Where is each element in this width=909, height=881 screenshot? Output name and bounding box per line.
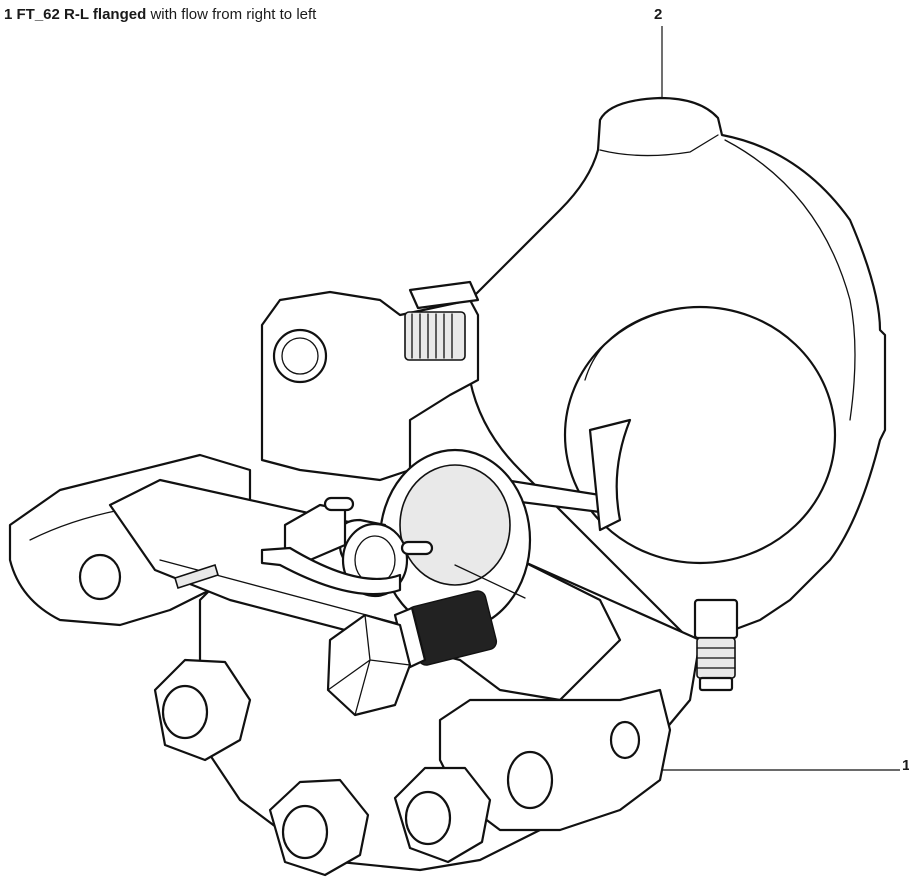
caption-item-number: 1 bbox=[4, 6, 13, 23]
float-ball bbox=[563, 305, 837, 565]
drain-plug bbox=[693, 598, 739, 692]
cover-inner-contour bbox=[724, 139, 856, 421]
stud-thread-lines bbox=[411, 313, 453, 359]
left-flange-edge bbox=[29, 509, 121, 541]
bimetal-rod bbox=[454, 564, 526, 599]
valve-pin-upper bbox=[323, 496, 355, 512]
caption-model: FT_62 R-L flanged bbox=[16, 6, 147, 23]
left-flange-bolt-hole bbox=[78, 553, 122, 601]
callout-label-2: 2 bbox=[654, 6, 663, 23]
cover-top-edge bbox=[599, 134, 719, 157]
channel-screw bbox=[174, 563, 219, 590]
strainer-nut-facets bbox=[327, 614, 411, 716]
cover-bolt-1 bbox=[153, 658, 252, 762]
cover-bolt-2 bbox=[268, 778, 370, 877]
valve-pin-lower bbox=[400, 540, 434, 556]
right-flange-bolt-hole bbox=[506, 750, 554, 810]
right-flange-bolt-hole-2 bbox=[609, 720, 641, 760]
caption-description: with flow from right to left bbox=[150, 6, 317, 23]
figure-caption: 1 FT_62 R-L flanged with flow from right… bbox=[4, 6, 316, 23]
cover-bolt-3 bbox=[393, 766, 492, 864]
flange-bolt-hole-inner bbox=[281, 337, 319, 375]
callout-label-1: 1 bbox=[902, 757, 909, 774]
float-ball-highlight bbox=[584, 311, 661, 381]
stud-top-cap bbox=[408, 280, 480, 310]
float-arm-bracket bbox=[588, 418, 632, 532]
cover-stud-thread bbox=[404, 311, 466, 361]
valve-seat-face bbox=[399, 464, 511, 586]
air-vent-tube bbox=[260, 546, 402, 596]
